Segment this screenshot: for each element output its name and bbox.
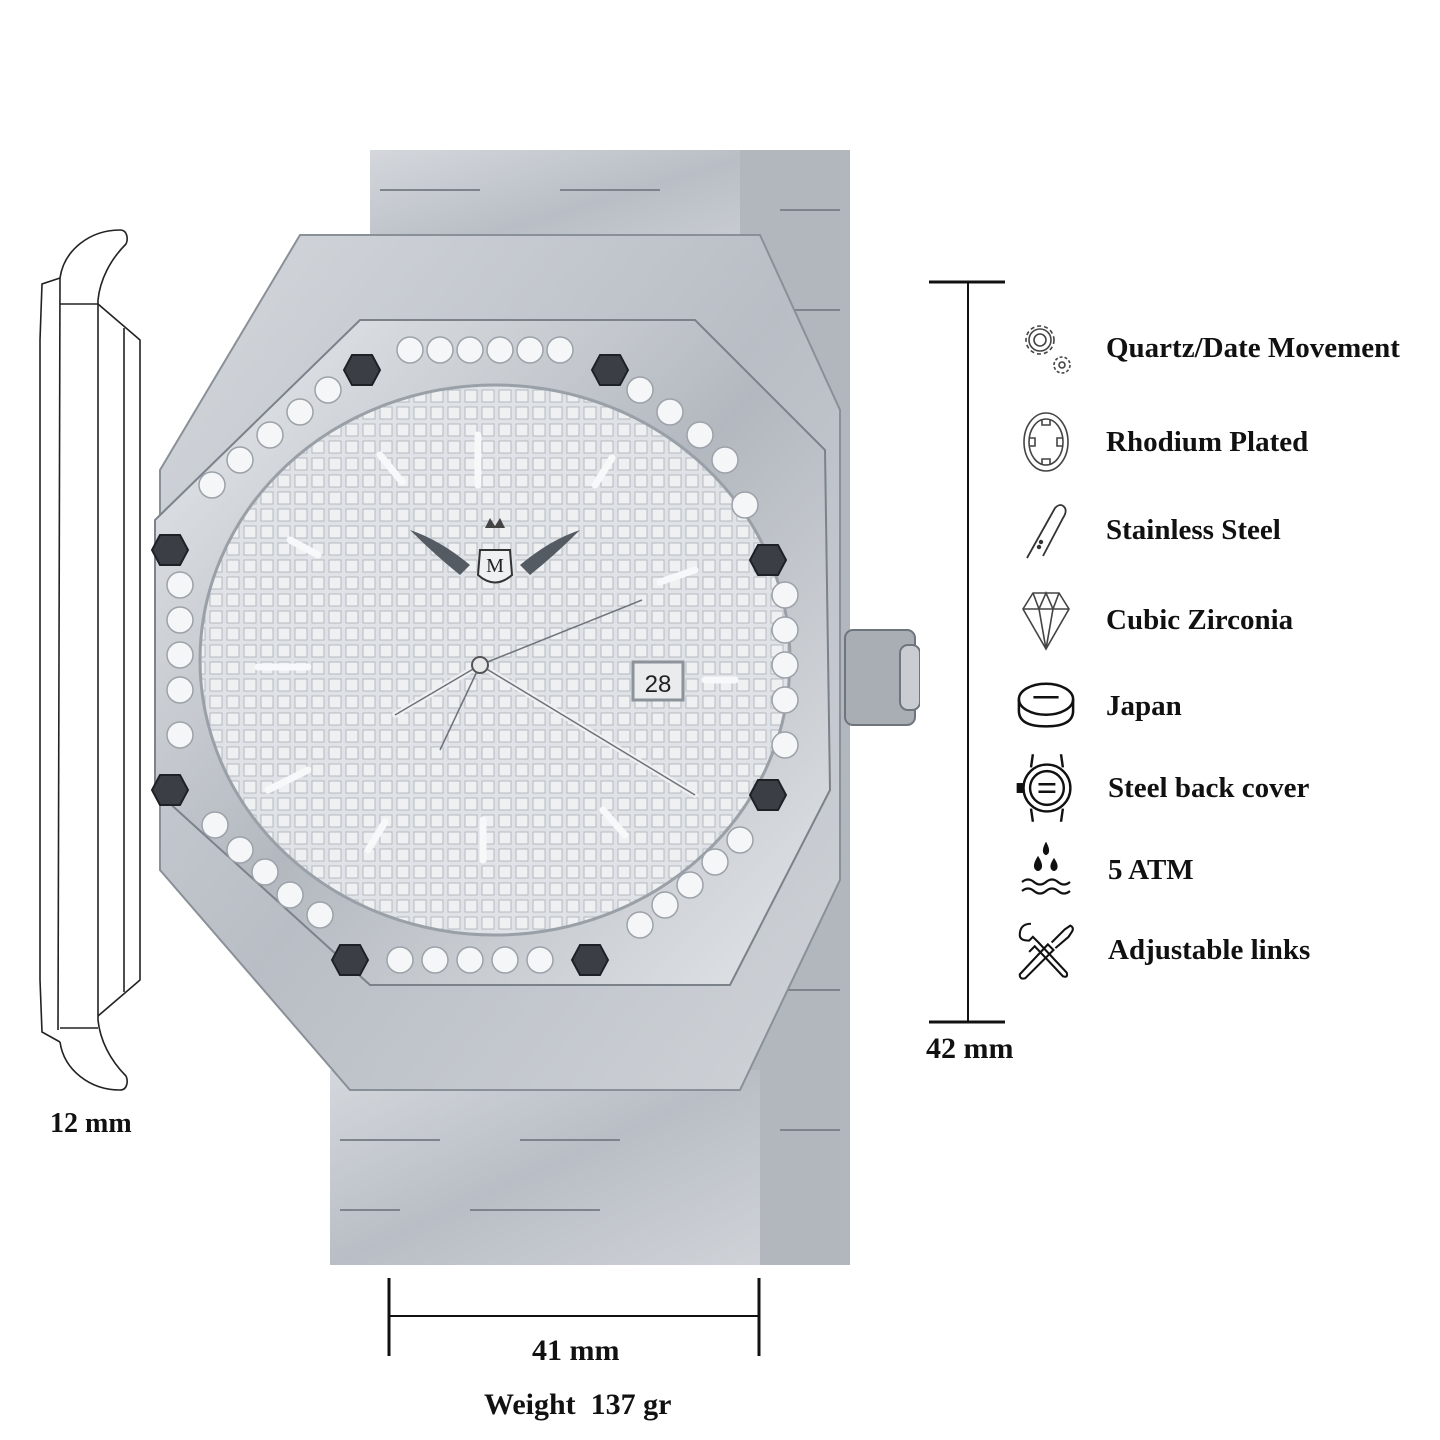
height-label: 42 mm <box>926 1032 1014 1065</box>
watch-image: 28 M <box>140 150 920 1265</box>
feature-item: Rhodium Plated <box>1016 412 1308 472</box>
feature-label: Rhodium Plated <box>1106 425 1309 458</box>
feature-label: Quartz/Date Movement <box>1106 331 1400 364</box>
feature-label: Stainless Steel <box>1106 513 1281 546</box>
brand-logo: M <box>410 518 580 584</box>
width-label: 41 mm <box>532 1334 620 1367</box>
feature-label: Steel back cover <box>1108 771 1310 804</box>
water-drops-icon <box>1016 840 1076 900</box>
feature-item: Quartz/Date Movement <box>1016 318 1400 378</box>
feature-item: 5 ATM <box>1016 840 1194 900</box>
feature-label: 5 ATM <box>1108 853 1194 886</box>
side-profile-drawing <box>30 220 170 1100</box>
thickness-label: 12 mm <box>50 1108 132 1139</box>
feature-item: Stainless Steel <box>1016 500 1281 560</box>
tools-icon <box>1016 920 1076 980</box>
weight-label: Weight 137 gr <box>484 1388 672 1421</box>
steel-bar-icon <box>1016 500 1076 560</box>
height-dimension-line <box>925 280 1007 1024</box>
gears-icon <box>1016 318 1076 378</box>
feature-item: Adjustable links <box>1016 920 1310 980</box>
feature-item: Japan <box>1016 676 1182 736</box>
battery-cell-icon <box>1016 676 1076 736</box>
feature-item: Cubic Zirconia <box>1016 590 1293 651</box>
diamond-icon <box>1016 590 1076 651</box>
date-window: 28 <box>645 671 672 698</box>
svg-text:M: M <box>486 555 504 577</box>
feature-item: Steel back cover <box>1016 754 1309 822</box>
width-dimension-line <box>387 1276 763 1358</box>
feature-label: Japan <box>1106 689 1182 722</box>
feature-label: Cubic Zirconia <box>1106 603 1294 636</box>
feature-label: Adjustable links <box>1108 933 1311 966</box>
watch-back-icon <box>1016 754 1076 822</box>
rhodium-ring-icon <box>1016 412 1076 472</box>
